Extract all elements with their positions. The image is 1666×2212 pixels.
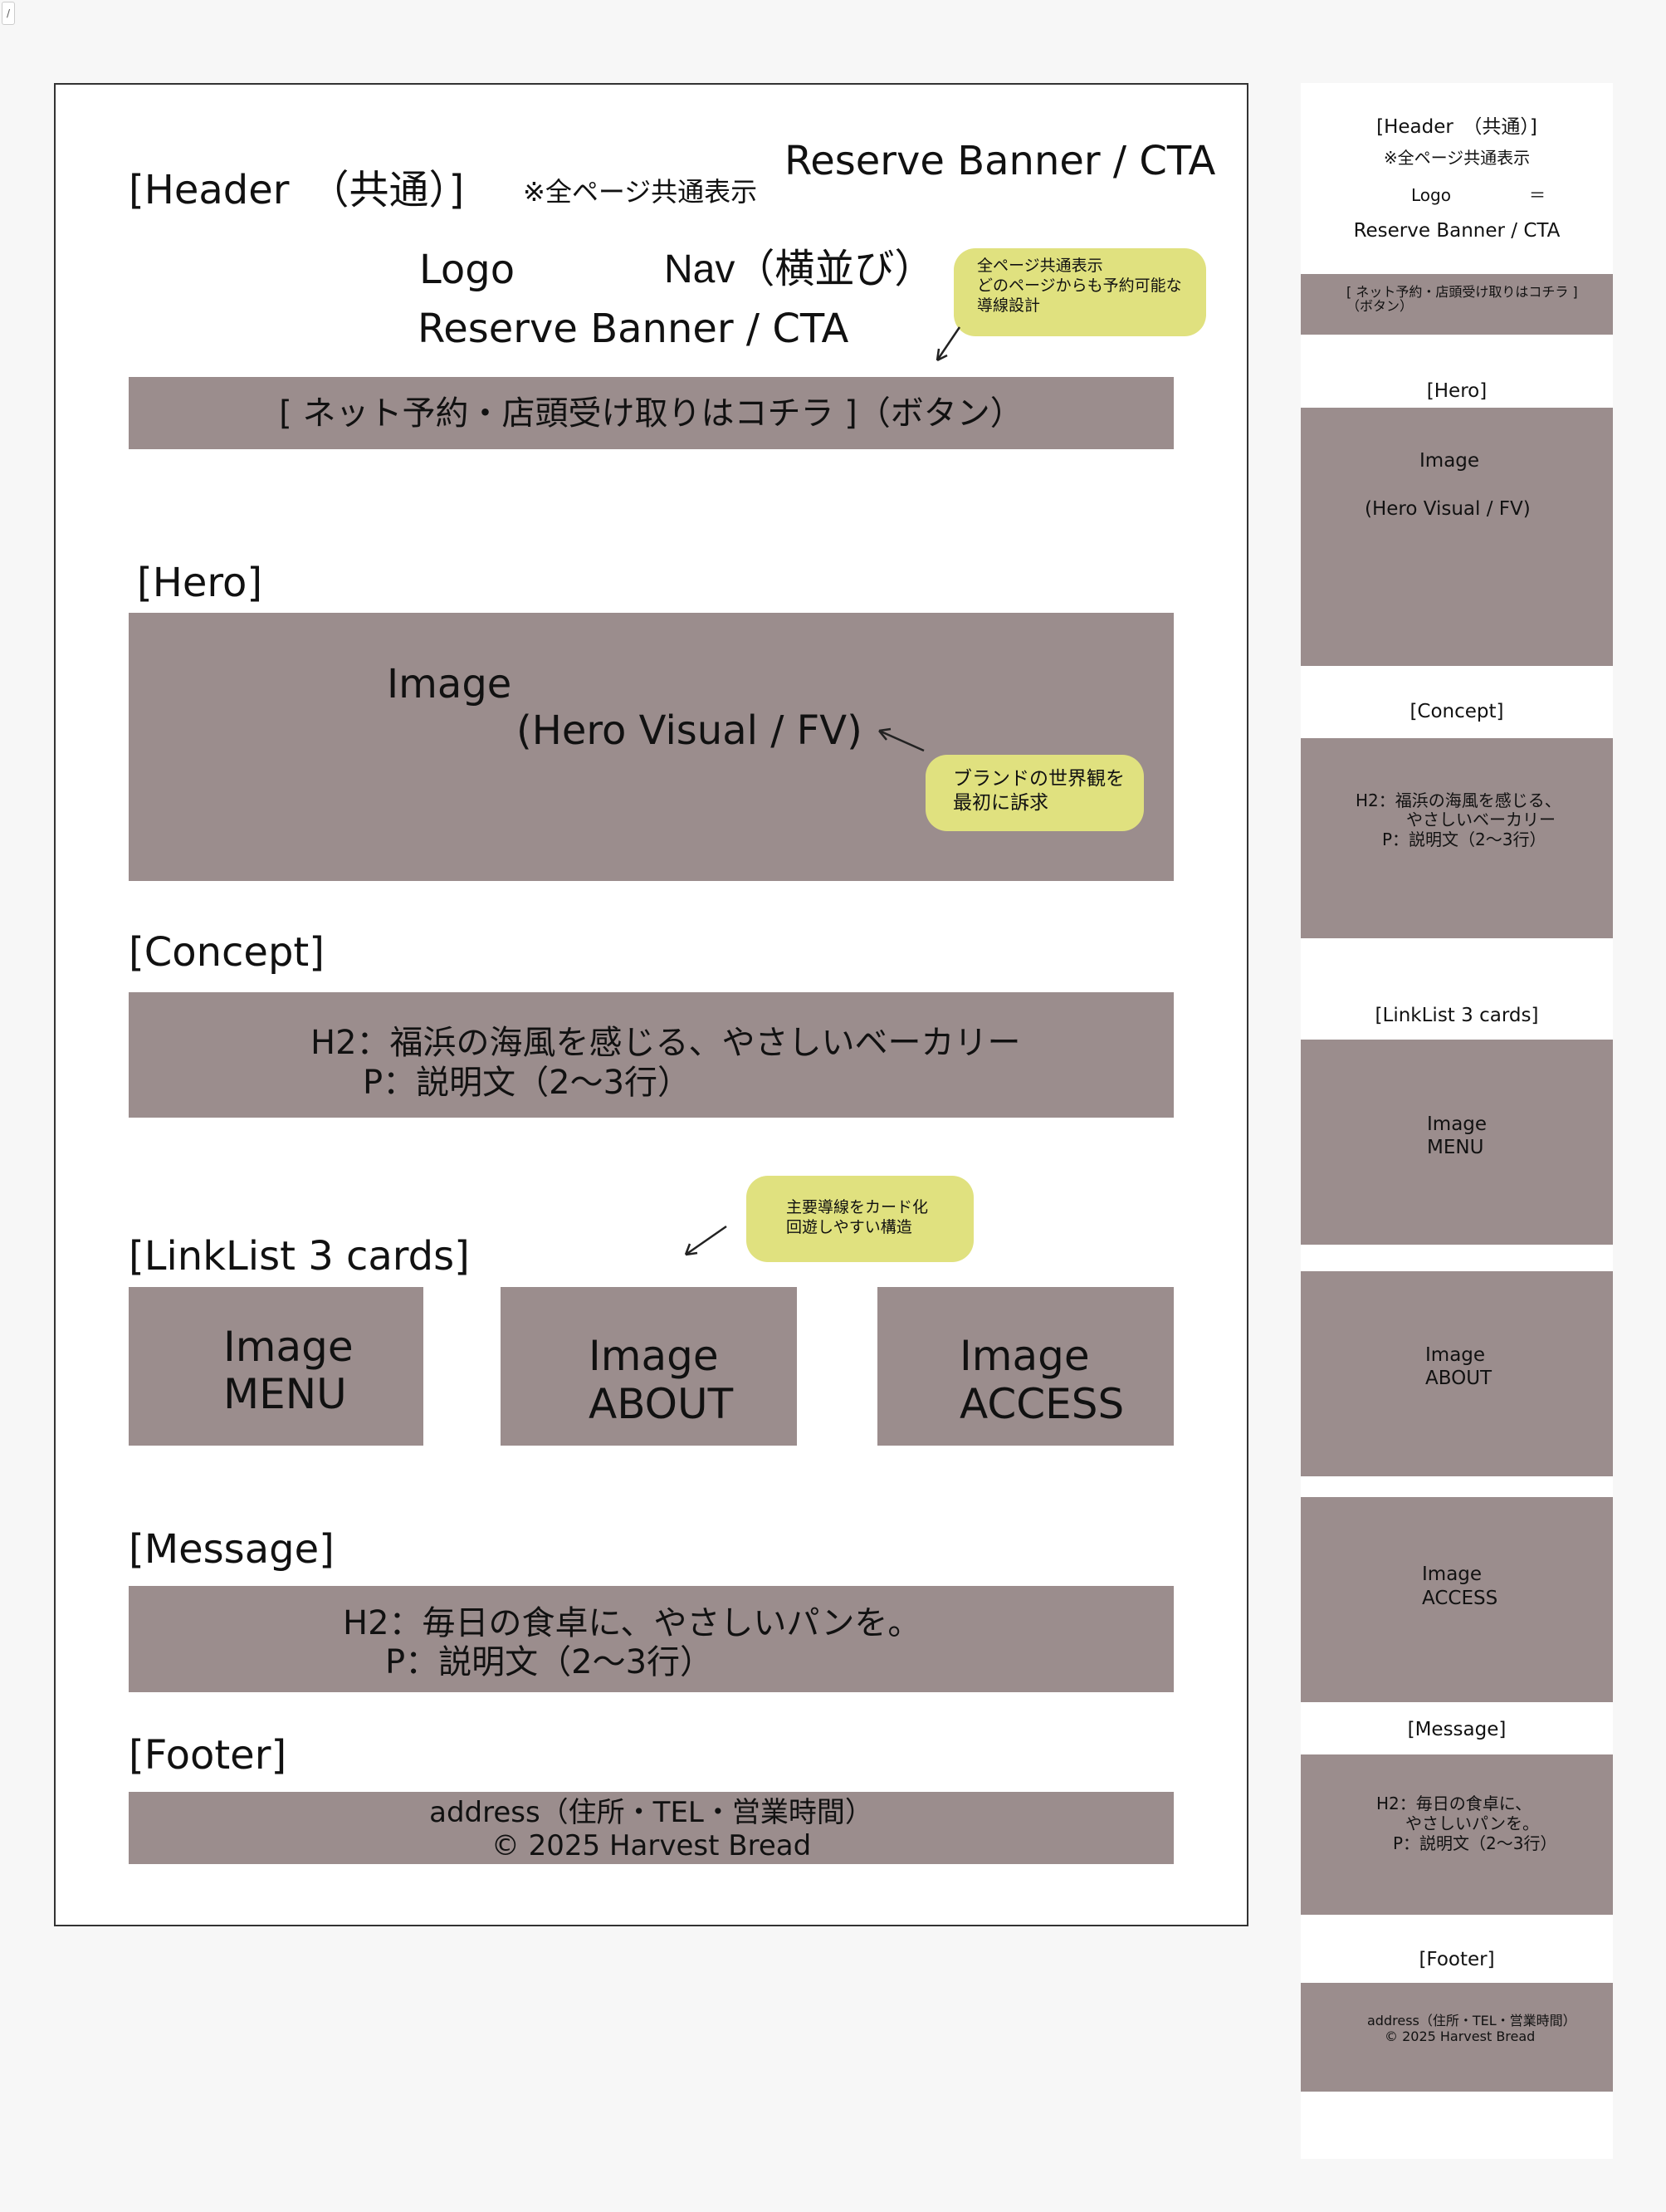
concept-section-label: [Concept] <box>129 929 325 976</box>
m-card-title: MENU <box>1427 1137 1484 1158</box>
m-hero-placeholder: Image (Hero Visual / FV) <box>1301 408 1613 666</box>
hamburger-menu-icon[interactable]: ＝ <box>1529 185 1546 205</box>
m-hero-caption: (Hero Visual / FV) <box>1365 498 1531 520</box>
m-link-card-menu[interactable]: Image MENU <box>1301 1040 1613 1245</box>
m-hero-label: [Hero] <box>1426 380 1488 402</box>
linklist-section-label: [LinkList 3 cards] <box>129 1233 470 1280</box>
corner-tab[interactable]: / <box>2 2 15 25</box>
m-linklist-label: [LinkList 3 cards] <box>1375 1005 1539 1026</box>
m-hero-image: Image <box>1419 450 1480 472</box>
card-title: MENU <box>223 1370 347 1418</box>
m-footer-copyright: © 2025 Harvest Bread <box>1385 2028 1536 2044</box>
header-section-label: [Header （共通）] <box>129 167 465 213</box>
m-card-image: Image <box>1425 1344 1486 1366</box>
m-concept-line2: やさしいベーカリー <box>1406 810 1556 830</box>
m-concept-placeholder: H2：福浜の海風を感じる、 やさしいベーカリー P：説明文（2〜3行） <box>1301 738 1613 938</box>
header-reserve-banner: Reserve Banner / CTA <box>418 306 849 352</box>
link-card-about[interactable]: Image ABOUT <box>501 1287 797 1446</box>
m-concept-line3: P：説明文（2〜3行） <box>1382 830 1546 849</box>
card-title: ABOUT <box>589 1380 734 1428</box>
cta-button-placeholder[interactable]: [ ネット予約・店頭受け取りはコチラ ]（ボタン） <box>129 377 1174 449</box>
header-nav: Nav（横並び） <box>664 247 935 291</box>
m-message-line2: やさしいパンを。 <box>1405 1813 1539 1833</box>
header-callout: 全ページ共通表示 どのページからも予約可能な 導線設計 <box>954 248 1206 336</box>
message-p: P：説明文（2〜3行） <box>385 1643 714 1681</box>
m-link-card-about[interactable]: Image ABOUT <box>1301 1271 1613 1476</box>
card-title: ACCESS <box>960 1380 1125 1428</box>
m-logo: Logo <box>1411 185 1451 205</box>
m-link-card-access[interactable]: Image ACCESS <box>1301 1497 1613 1702</box>
m-card-image: Image <box>1422 1564 1483 1585</box>
footer-placeholder: address（住所・TEL・営業時間） © 2025 Harvest Brea… <box>129 1792 1174 1864</box>
m-cta-button[interactable]: [ ネット予約・店頭受け取りはコチラ ] （ボタン） <box>1301 274 1613 335</box>
mobile-wireframe-panel: [Header （共通）] ※全ページ共通表示 Logo ＝ Reserve B… <box>1301 83 1613 2159</box>
m-concept-line1: H2：福浜の海風を感じる、 <box>1356 790 1561 810</box>
header-reserve-top: Reserve Banner / CTA <box>784 138 1216 184</box>
hero-image-placeholder: Image (Hero Visual / FV) <box>129 613 1174 881</box>
concept-placeholder: H2：福浜の海風を感じる、やさしいベーカリー P：説明文（2〜3行） <box>129 992 1174 1118</box>
linklist-callout: 主要導線をカード化 回遊しやすい構造 <box>746 1176 974 1262</box>
m-concept-label: [Concept] <box>1410 701 1504 722</box>
m-message-placeholder: H2：毎日の食卓に、 やさしいパンを。 P：説明文（2〜3行） <box>1301 1754 1613 1915</box>
hero-caption: (Hero Visual / FV) <box>516 707 862 754</box>
card-image-label: Image <box>589 1332 719 1380</box>
hero-image-label: Image <box>387 661 512 707</box>
link-card-menu[interactable]: Image MENU <box>129 1287 423 1446</box>
concept-h2: H2：福浜の海風を感じる、やさしいベーカリー <box>310 1024 1021 1062</box>
m-reserve-banner: Reserve Banner / CTA <box>1353 220 1561 242</box>
cta-button-label: [ ネット予約・店頭受け取りはコチラ ]（ボタン） <box>279 394 1024 433</box>
header-logo: Logo <box>419 247 515 293</box>
m-card-title: ACCESS <box>1422 1588 1498 1609</box>
footer-copyright: © 2025 Harvest Bread <box>491 1829 812 1862</box>
card-image-label: Image <box>960 1332 1090 1380</box>
hero-section-label: [Hero] <box>137 560 263 606</box>
header-common-note: ※全ページ共通表示 <box>523 176 758 208</box>
footer-address: address（住所・TEL・営業時間） <box>429 1796 873 1829</box>
m-message-line3: P：説明文（2〜3行） <box>1393 1833 1557 1853</box>
m-cta-line2: （ボタン） <box>1346 298 1414 314</box>
m-card-title: ABOUT <box>1425 1368 1493 1389</box>
m-cta-line1: [ ネット予約・店頭受け取りはコチラ ] <box>1346 284 1578 300</box>
m-card-image: Image <box>1427 1113 1488 1135</box>
footer-section-label: [Footer] <box>129 1732 287 1779</box>
link-card-access[interactable]: Image ACCESS <box>877 1287 1174 1446</box>
m-footer-address: address（住所・TEL・営業時間） <box>1367 2013 1576 2028</box>
concept-p: P：説明文（2〜3行） <box>363 1064 691 1102</box>
m-message-label: [Message] <box>1407 1719 1507 1740</box>
message-section-label: [Message] <box>129 1526 335 1573</box>
hero-callout: ブランドの世界観を 最初に訴求 <box>926 755 1144 831</box>
message-h2: H2：毎日の食卓に、やさしいパンを。 <box>343 1604 921 1642</box>
card-image-label: Image <box>223 1323 354 1371</box>
m-header-label: [Header （共通）] <box>1376 116 1537 138</box>
message-placeholder: H2：毎日の食卓に、やさしいパンを。 P：説明文（2〜3行） <box>129 1586 1174 1692</box>
m-header-note: ※全ページ共通表示 <box>1383 148 1531 168</box>
m-footer-label: [Footer] <box>1419 1949 1495 1970</box>
m-message-line1: H2：毎日の食卓に、 <box>1376 1794 1532 1813</box>
m-footer-placeholder: address（住所・TEL・営業時間） © 2025 Harvest Brea… <box>1301 1983 1613 2092</box>
